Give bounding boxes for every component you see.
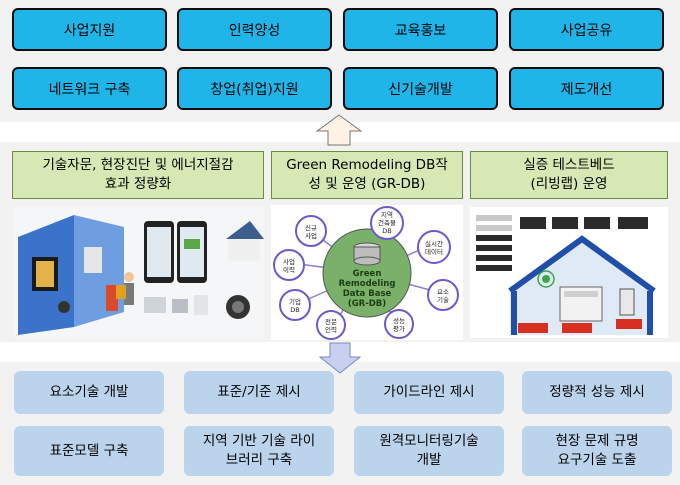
tech-library-line1: 지역 기반 기술 라이: [202, 433, 316, 449]
node-performance-l2: 평가: [393, 324, 405, 333]
node-realtime-l1: 실시간: [425, 239, 443, 248]
grdb-line1: Green Remodeling DB작: [286, 157, 448, 173]
top-box-startup: 창업(취업)지원: [177, 67, 332, 110]
top-box-workforce: 인력양성: [177, 8, 332, 51]
node-regional-building-l3: DB: [382, 227, 391, 235]
grdb-line2: 성 및 운영 (GR-DB): [308, 176, 426, 192]
db-center-l1: Green: [353, 269, 382, 279]
top-box-network: 네트워크 구축: [12, 67, 167, 110]
up-arrow: [315, 114, 363, 146]
consulting-line1: 기술자문, 현장진단 및 에너지절감: [42, 157, 234, 173]
node-experts-l1: 전문: [325, 317, 337, 326]
node-regional-building-l1: 지역: [381, 210, 393, 219]
node-new-business-l2: 사업: [305, 231, 317, 240]
node-performance-l1: 성능: [393, 316, 405, 325]
energy-diagnosis-illustration: [14, 207, 264, 338]
node-company-db-l2: DB: [290, 306, 299, 314]
bottom-box-performance: 정량적 성능 제시: [522, 371, 672, 414]
consulting-line2: 효과 정량화: [104, 176, 172, 192]
bottom-box-element-tech: 요소기술 개발: [14, 371, 164, 414]
testbed-line2: (리빙랩) 운영: [530, 176, 608, 192]
grdb-network-diagram: Green Remodeling Data Base (GR-DB) 지역 건축…: [271, 205, 463, 340]
field-problems-line2: 요구기술 도출: [557, 452, 637, 468]
node-regional-building-l2: 건축물: [378, 218, 396, 227]
field-problems-line1: 현장 문제 규명: [555, 433, 639, 449]
database-icon: [353, 242, 381, 266]
node-history-l2: 이력: [283, 265, 295, 274]
node-experts-l2: 인력: [325, 325, 337, 334]
top-box-new-tech: 신기술개발: [343, 67, 498, 110]
standard-model-line1: 표준모델 구축: [49, 442, 129, 459]
node-realtime-l2: 데이터: [425, 247, 443, 256]
node-company-db-l1: 기업: [289, 297, 301, 306]
top-box-education: 교육홍보: [343, 8, 498, 51]
node-element-tech-l2: 기술: [437, 295, 449, 304]
bottom-box-standard-model: 표준모델 구축: [14, 426, 164, 476]
remote-monitoring-line2: 개발: [416, 452, 442, 468]
top-box-business-support: 사업지원: [12, 8, 167, 51]
db-center-l3: Data Base: [343, 289, 392, 299]
db-center-l4: (GR-DB): [348, 299, 386, 309]
node-history-l1: 사업: [283, 257, 295, 266]
top-box-business-sharing: 사업공유: [509, 8, 664, 51]
bottom-box-standard: 표준/기준 제시: [184, 371, 334, 414]
node-new-business-l1: 신규: [305, 223, 317, 232]
tech-library-line2: 브러리 구축: [225, 452, 293, 468]
node-element-tech-l1: 요소: [437, 288, 449, 296]
remote-monitoring-line1: 원격모니터링기술: [379, 433, 479, 449]
testbed-line1: 실증 테스트베드: [523, 157, 615, 173]
db-center-l2: Remodeling: [339, 279, 396, 289]
green-box-testbed: 실증 테스트베드 (리빙랩) 운영: [470, 151, 668, 199]
down-arrow: [318, 342, 362, 374]
top-box-policy: 제도개선: [509, 67, 664, 110]
bottom-box-guideline: 가이드라인 제시: [354, 371, 504, 414]
testbed-illustration: [470, 207, 668, 338]
